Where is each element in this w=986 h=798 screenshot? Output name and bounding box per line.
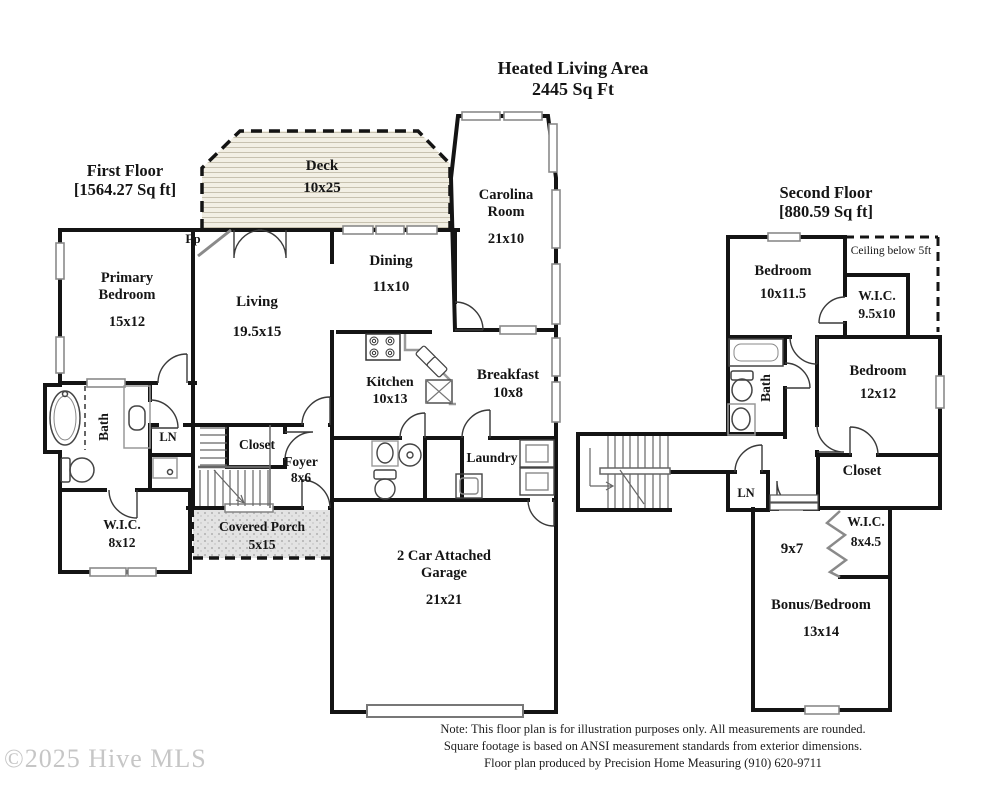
- heated-area-line1: Heated Living Area: [497, 58, 649, 78]
- living-label: Living 19.5x15: [232, 294, 282, 340]
- dryer-icon: [519, 467, 555, 496]
- stairwell-icon: [589, 436, 671, 508]
- fireplace-icon: [197, 228, 232, 258]
- kitchen-fixtures: [365, 333, 456, 406]
- dining-label: Dining 11x10: [369, 253, 413, 295]
- closet-label-1f: Closet: [239, 437, 275, 452]
- carolina-room-label: Carolina Room 21x10: [478, 187, 534, 248]
- utility-sink-icon: [455, 473, 483, 499]
- shelf-icon: [769, 494, 819, 511]
- first-floor-heading: First Floor [1564.27 Sq ft]: [74, 161, 176, 200]
- page-title: Heated Living Area 2445 Sq Ft: [498, 58, 649, 100]
- powder-laundry-fixtures: [371, 439, 555, 500]
- bedroom-a-label: Bedroom 10x11.5: [754, 263, 812, 303]
- kitchen-label: Kitchen 10x13: [366, 375, 414, 407]
- primary-bedroom-label: Primary Bedroom 15x12: [98, 270, 156, 331]
- toilet-icon: [60, 457, 71, 483]
- powder-sink-icon: [376, 442, 394, 464]
- first-floor-title: First Floor: [86, 161, 164, 180]
- ceiling-note-label: Ceiling below 5ft: [850, 245, 932, 257]
- foyer-stairs-icon: [198, 425, 271, 508]
- bedroom-b-label: Bedroom 12x12: [849, 363, 907, 403]
- covered-porch-label: Covered Porch 5x15: [218, 519, 306, 552]
- bath-label-1f: Bath: [96, 413, 112, 441]
- deck-label: Deck 10x25: [303, 158, 341, 196]
- linen-label-1f: LN: [159, 430, 177, 444]
- toilet2-icon: [730, 370, 754, 381]
- ceiling-below-5ft-boundary: [845, 235, 940, 332]
- vanity2-icon: [727, 403, 756, 436]
- windows: [55, 111, 945, 715]
- primary-bath-fixtures: [49, 385, 178, 483]
- linen-label-2f: LN: [737, 486, 755, 500]
- second-floor-sqft: [880.59 Sq ft]: [779, 202, 873, 222]
- heated-area-line2: 2445 Sq Ft: [531, 79, 615, 100]
- bonus-bedroom-label: Bonus/Bedroom 13x14: [771, 597, 871, 641]
- closet-label-2f: Closet: [842, 463, 882, 479]
- second-floor-heading: Second Floor [880.59 Sq ft]: [779, 183, 873, 222]
- door-swings: [108, 229, 879, 527]
- sink-icon: [128, 405, 146, 431]
- wic-label-1f: W.I.C. 8x12: [103, 517, 141, 550]
- stove-icon: [365, 333, 401, 361]
- foyer-label: Foyer 8x6: [284, 454, 318, 485]
- garage-door: [366, 704, 524, 718]
- watermark: ©2025 Hive MLS: [4, 744, 207, 773]
- first-floor-sqft: [1564.27 Sq ft]: [73, 180, 177, 200]
- second-bath-fixtures: [727, 338, 784, 436]
- wic-a-label: W.I.C. 9.5x10: [858, 288, 896, 321]
- water-heater-icon: [398, 443, 422, 467]
- second-floor-title: Second Floor: [779, 183, 873, 202]
- garage-label: 2 Car Attached Garage 21x21: [397, 548, 491, 609]
- nook-label: 9x7: [780, 541, 804, 557]
- laundry-label: Laundry: [466, 450, 518, 465]
- dishwasher-icon: [425, 379, 453, 404]
- wic-b-label: W.I.C. 8x4.5: [847, 514, 885, 549]
- fireplace-label: Fp: [185, 231, 201, 246]
- disclaimer-note: Note: This floor plan is for illustratio…: [440, 722, 866, 770]
- vanity-icon: [123, 385, 151, 449]
- powder-toilet-icon: [373, 469, 397, 480]
- washer-icon: [519, 439, 555, 468]
- zigzag-wall: [824, 510, 849, 579]
- tub2-icon: [728, 338, 784, 367]
- kitchen-sink-icon: [415, 345, 448, 378]
- covered-porch-area: [192, 510, 332, 560]
- bath-label-2f: Bath: [758, 374, 774, 402]
- breakfast-label: Breakfast 10x8: [476, 367, 540, 401]
- sink2-icon: [731, 407, 751, 431]
